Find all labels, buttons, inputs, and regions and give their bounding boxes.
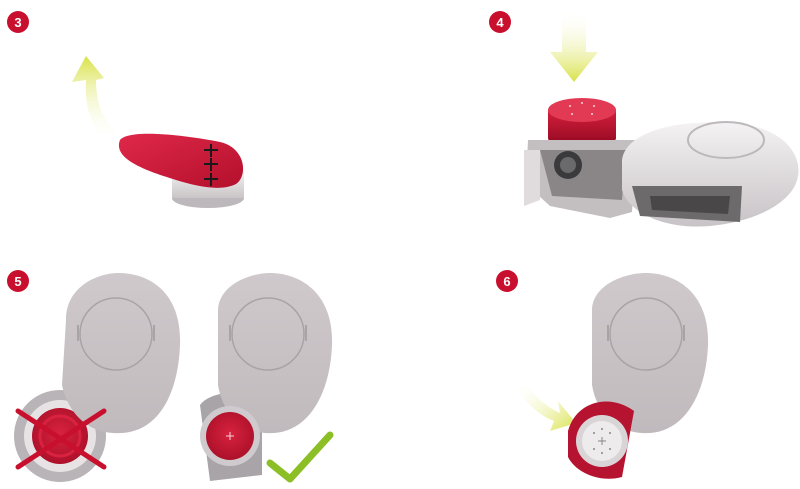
down-arrow-icon xyxy=(550,10,598,82)
step-6-illustration xyxy=(400,245,800,489)
correct-insertion xyxy=(200,273,332,481)
checkmark-icon xyxy=(270,435,330,479)
down-arrow-icon xyxy=(516,381,576,431)
step-3-illustration xyxy=(0,0,400,245)
battery-tab xyxy=(119,134,243,188)
up-arrow-icon xyxy=(72,56,118,142)
plus-markings xyxy=(204,144,218,186)
step-5-illustration xyxy=(0,245,400,489)
step-4-illustration xyxy=(400,0,800,245)
incorrect-insertion xyxy=(14,273,180,482)
